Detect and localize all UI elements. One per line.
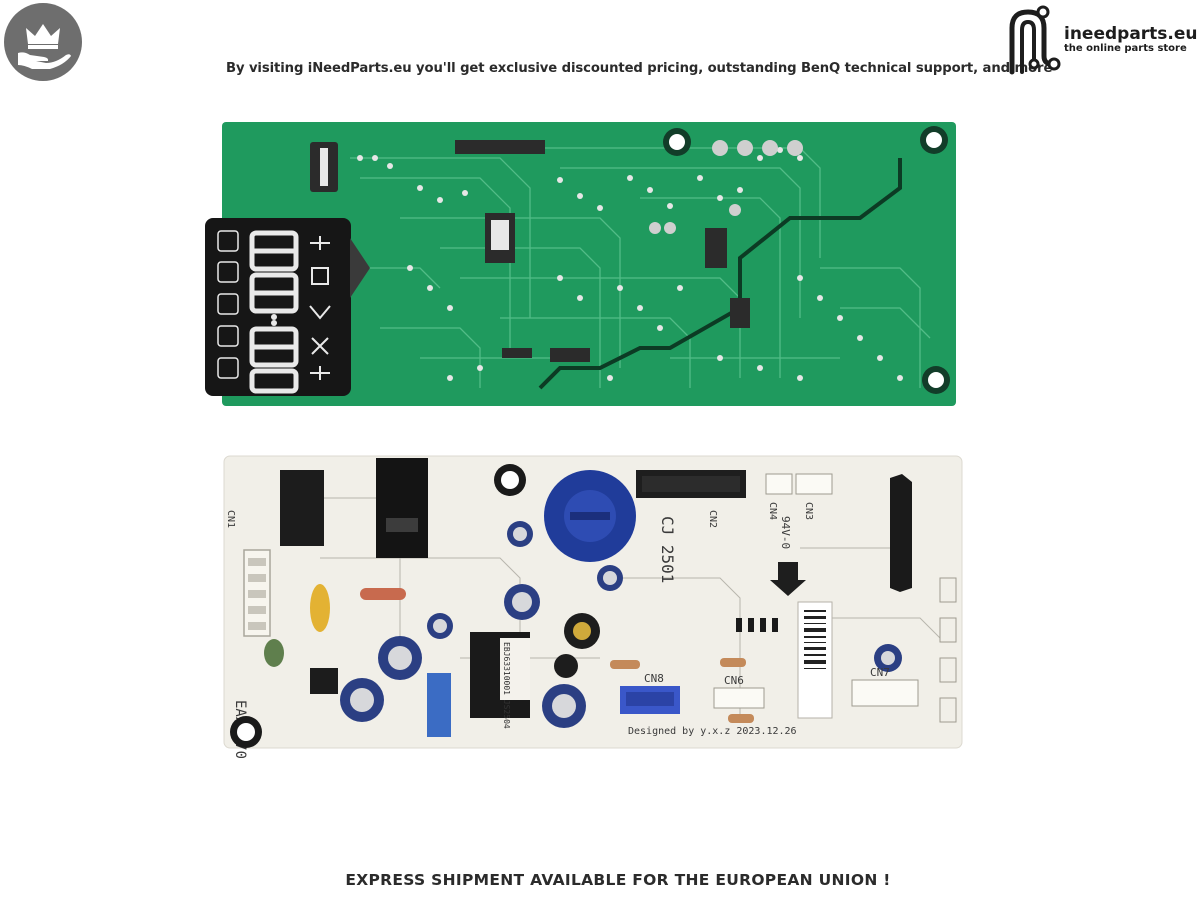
cn3-label: CN3 <box>803 502 814 520</box>
brand-name: ineedparts.eu <box>1064 24 1198 44</box>
cn4-label: CN4 <box>767 502 778 520</box>
crown-on-hand-icon <box>4 3 82 81</box>
transformer: EBJ63310001 JS2504 <box>470 632 530 729</box>
shipping-banner: EXPRESS SHIPMENT AVAILABLE FOR THE EUROP… <box>345 871 891 889</box>
cn1-label: CN1 <box>225 510 236 528</box>
barcode-label <box>797 601 833 719</box>
94v-mark: 94V-0 <box>779 516 792 549</box>
brand-subtitle: the online parts store <box>1064 43 1187 54</box>
cn7-label: CN7 <box>870 666 890 679</box>
promo-tagline: By visiting iNeedParts.eu you'll get exc… <box>226 61 1053 76</box>
display-module <box>205 218 370 396</box>
brand-block[interactable]: ineedparts.eu the online parts store <box>1000 0 1198 90</box>
cn2-label: CN2 <box>707 510 718 528</box>
n-circuit-logo-icon <box>1009 5 1061 75</box>
product-photo: EAX66704404 EBR80969696 CN1 <box>205 122 963 758</box>
transformer-label: EBJ63310001 JS2504 <box>502 642 511 729</box>
top-board <box>205 122 956 406</box>
cj-mark: CJ 2501 <box>658 516 677 583</box>
cn6-label: CN6 <box>724 674 744 687</box>
designer-note: Designed by y.x.z 2023.12.26 <box>628 726 797 737</box>
buzzer <box>544 470 636 562</box>
cn8-label: CN8 <box>644 672 664 685</box>
bottom-board: EAX66704404 EBR80969696 CN1 <box>223 455 963 758</box>
crown-badge <box>4 3 82 81</box>
